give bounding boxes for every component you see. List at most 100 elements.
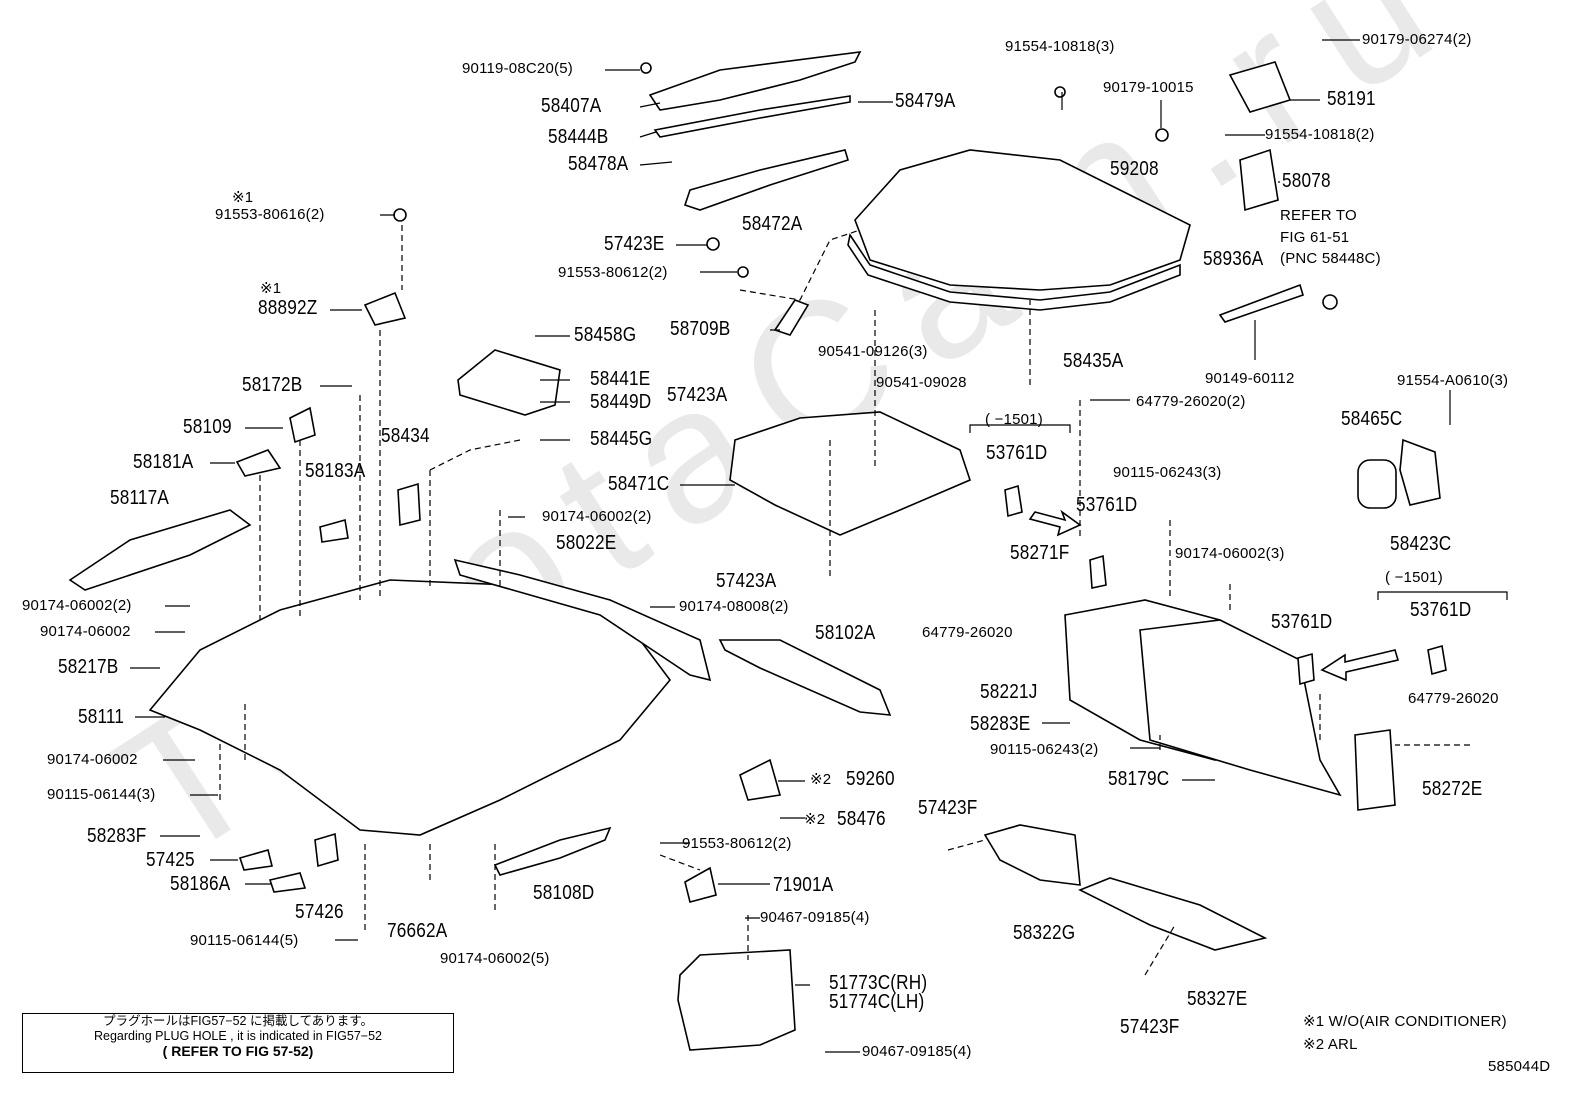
insulator-58441E <box>457 349 561 416</box>
note-line-2: Regarding PLUG HOLE , it is indicated in… <box>94 1029 382 1043</box>
label-mark2b: ※2 <box>804 811 826 828</box>
label-90115-06144-5: 90115-06144(5) <box>190 932 299 949</box>
label-64779-26020-b: 64779-26020 <box>1408 690 1499 707</box>
panel-58179C <box>1139 619 1342 797</box>
figure-code: 585044D <box>1488 1058 1551 1075</box>
label-51774C: 51774C(LH) <box>829 991 925 1013</box>
label-58476: 58476 <box>837 808 886 830</box>
rear-floor-rim-58435A <box>847 232 1181 311</box>
label-57423A-bot: 57423A <box>716 570 777 592</box>
label-58449D: 58449D <box>590 391 652 413</box>
legend-note-2: ※2 ARL <box>1303 1036 1358 1053</box>
label-58444B: 58444B <box>548 126 609 148</box>
label-range-2: ( −1501) <box>1385 569 1443 586</box>
bracket-58109 <box>289 406 316 444</box>
bracket-53761D-d <box>1427 644 1447 676</box>
member-58022E <box>453 558 712 682</box>
label-90541-09028: 90541-09028 <box>876 374 967 391</box>
label-90174-06002-5: 90174-06002(5) <box>440 950 550 967</box>
bracket-58434 <box>397 482 421 527</box>
label-57423A-top: 57423A <box>667 384 728 406</box>
label-58102A: 58102A <box>815 622 876 644</box>
bracket-71901A <box>684 866 717 903</box>
label-91553-80612-top: 91553-80612(2) <box>558 264 668 281</box>
label-90179-06274: 90179-06274(2) <box>1362 31 1472 48</box>
label-90174-06002-3: 90174-06002(3) <box>1175 545 1285 562</box>
label-58078: 58078 <box>1282 170 1331 192</box>
label-58471C: 58471C <box>608 473 670 495</box>
label-90119-08C20: 90119-08C20(5) <box>462 60 573 77</box>
bracket-58709B <box>773 299 810 336</box>
bracket-59260 <box>739 758 782 801</box>
label-91553-80612-bot: 91553-80612(2) <box>682 835 792 852</box>
label-91554-10818-2: 91554-10818(2) <box>1265 126 1375 143</box>
grommet-57423E <box>706 237 720 251</box>
label-57423E: 57423E <box>604 233 665 255</box>
label-53761D-c: 53761D <box>1271 611 1333 633</box>
bracket-53761D-a <box>1004 484 1023 518</box>
clip-90179-10015 <box>1155 128 1169 142</box>
label-90174-06002-b: 90174-06002 <box>47 751 138 768</box>
label-refer-3: (PNC 58448C) <box>1280 250 1381 267</box>
label-90174-08008: 90174-08008(2) <box>679 598 789 615</box>
label-64779-26020-2: 64779-26020(2) <box>1136 393 1246 410</box>
label-mark1: ※1 <box>232 189 254 206</box>
label-58283E: 58283E <box>970 713 1031 735</box>
label-59208: 59208 <box>1110 158 1159 180</box>
note-line-3: ( REFER TO FIG 57-52) <box>162 1043 314 1059</box>
guide-lines <box>219 225 1470 976</box>
label-90115-06144-3: 90115-06144(3) <box>47 786 156 803</box>
bracket-58183A <box>319 518 349 543</box>
legend-note-1: ※1 W/O(AIR CONDITIONER) <box>1303 1013 1507 1030</box>
label-76662A: 76662A <box>387 920 448 942</box>
cover-51773C <box>677 949 796 1051</box>
label-58217B: 58217B <box>58 656 119 678</box>
label-58445G: 58445G <box>590 428 653 450</box>
label-88892Z: 88892Z <box>258 297 318 319</box>
nut-58448C <box>1322 294 1338 310</box>
guard-58322G <box>983 824 1081 886</box>
label-refer-1: REFER TO <box>1280 207 1357 224</box>
label-90115-06243-3: 90115-06243(3) <box>1113 464 1222 481</box>
label-58434: 58434 <box>381 425 430 447</box>
floor-pan-58111 <box>148 579 672 836</box>
label-51773C: 51773C(RH) <box>829 972 928 994</box>
label-58117A: 58117A <box>110 487 170 509</box>
bracket-88892Z <box>363 291 407 326</box>
label-58179C: 58179C <box>1108 768 1170 790</box>
plug-hole-note: プラグホールはFIG57−52 に掲載してあります。 Regarding PLU… <box>22 1013 454 1073</box>
label-90467-09185-b: 90467-09185(4) <box>862 1043 972 1060</box>
rear-floor-59208 <box>854 149 1191 291</box>
bracket-58181A <box>235 449 282 477</box>
member-58108D <box>493 826 612 876</box>
label-58327E: 58327E <box>1187 988 1248 1010</box>
panel-58272E <box>1354 729 1396 811</box>
label-71901A: 71901A <box>773 874 834 896</box>
bracket-58186A <box>268 872 307 893</box>
label-58181A: 58181A <box>133 451 194 473</box>
label-58472A: 58472A <box>742 213 803 235</box>
bracket-58472A <box>683 149 849 211</box>
label-90149-60112: 90149-60112 <box>1205 370 1295 387</box>
bracket-58407A <box>648 51 862 111</box>
bracket-57425 <box>238 849 273 871</box>
label-90174-06002-2b: 90174-06002(2) <box>542 508 652 525</box>
label-58111: 58111 <box>78 706 125 728</box>
label-90541-09126: 90541-09126(3) <box>818 343 928 360</box>
bracket-57426 <box>314 832 339 868</box>
label-58709B: 58709B <box>670 318 731 340</box>
label-90179-10015: 90179-10015 <box>1103 79 1194 96</box>
label-53761D-d: 53761D <box>1410 599 1472 621</box>
plate-58423C <box>1399 438 1441 506</box>
label-58423C: 58423C <box>1390 533 1452 555</box>
label-57423F-a: 57423F <box>918 797 978 819</box>
label-58221J: 58221J <box>980 681 1038 703</box>
label-range-1: ( −1501) <box>985 411 1043 428</box>
label-90174-06002-a: 90174-06002 <box>40 623 131 640</box>
member-58102A <box>718 639 892 716</box>
label-58191: 58191 <box>1327 88 1376 110</box>
bracket-58078 <box>1239 148 1279 212</box>
label-58283F: 58283F <box>87 825 147 847</box>
